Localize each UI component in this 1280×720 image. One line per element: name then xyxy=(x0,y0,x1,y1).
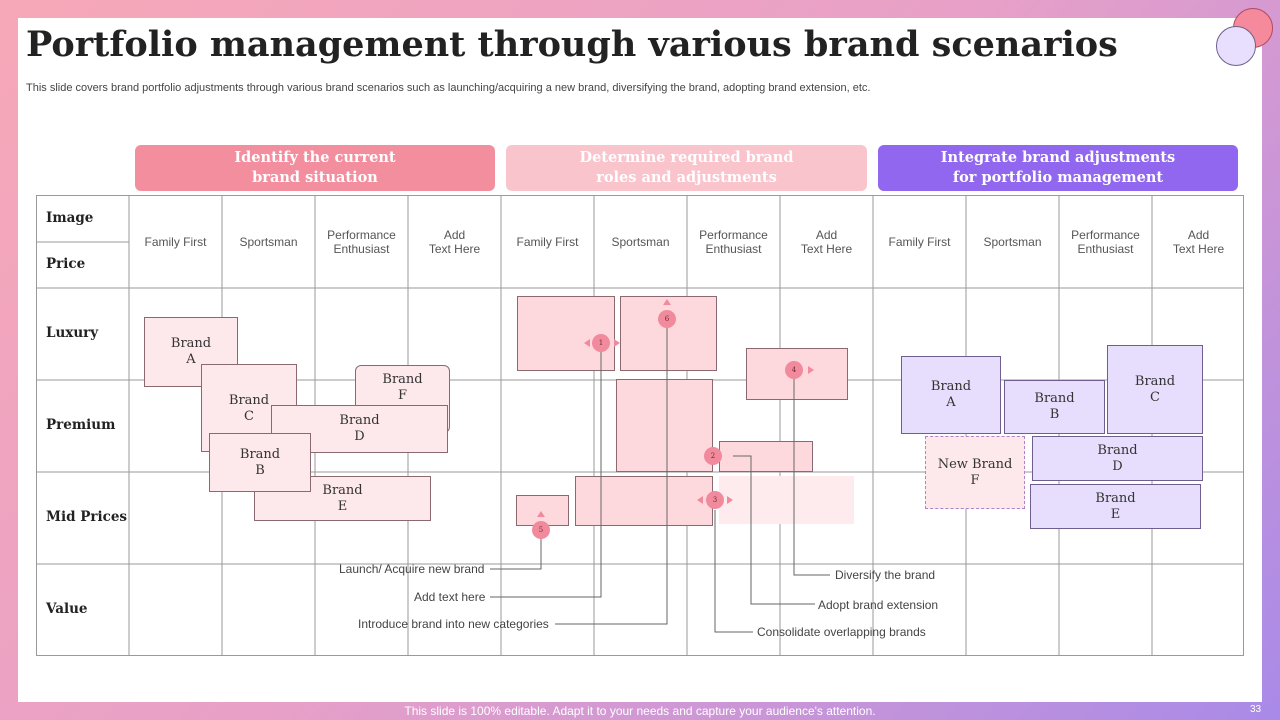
col-label-add-text: Add Text Here xyxy=(1172,228,1225,256)
footer-text: This slide is 100% editable. Adapt it to… xyxy=(404,704,876,718)
callout-add-text: Add text here xyxy=(414,590,486,604)
marker-6: 6 xyxy=(658,310,676,328)
col-label-sportsman: Sportsman xyxy=(611,235,670,249)
row-label-price: Price xyxy=(46,256,86,272)
row-label-premium: Premium xyxy=(46,417,116,433)
col-label-family-first: Family First xyxy=(144,235,207,249)
brand-d-integrated: Brand D xyxy=(1032,436,1203,481)
row-label-value: Value xyxy=(46,601,88,617)
brand-a-integrated: Brand A xyxy=(901,356,1001,434)
header-determine: Determine required brand roles and adjus… xyxy=(506,145,867,191)
brand-new-f-integrated: New Brand F xyxy=(925,436,1025,509)
brand-b-integrated: Brand B xyxy=(1004,380,1105,434)
role-box-luxury-1 xyxy=(517,296,615,371)
row-label-luxury: Luxury xyxy=(46,325,99,341)
page-title: Portfolio management through various bra… xyxy=(26,24,1118,65)
col-label-sportsman: Sportsman xyxy=(239,235,298,249)
header-integrate: Integrate brand adjustments for portfoli… xyxy=(878,145,1238,191)
brand-e-current: Brand E xyxy=(254,476,431,521)
col-label-sportsman: Sportsman xyxy=(983,235,1042,249)
role-box-mid-main xyxy=(575,476,713,526)
col-label-add-text: Add Text Here xyxy=(800,228,853,256)
decor-circle-lavender xyxy=(1216,26,1256,66)
role-box-mid-faded xyxy=(719,476,854,524)
marker-4: 4 xyxy=(785,361,803,379)
col-label-family-first: Family First xyxy=(888,235,951,249)
callout-consolidate: Consolidate overlapping brands xyxy=(757,625,926,639)
col-label-performance-enthusiast: Performance Enthusiast xyxy=(699,228,768,256)
role-box-luxury-2 xyxy=(620,296,717,371)
callout-launch-acquire: Launch/ Acquire new brand xyxy=(339,562,485,576)
col-label-family-first: Family First xyxy=(516,235,579,249)
col-label-add-text: Add Text Here xyxy=(428,228,481,256)
page-subtitle: This slide covers brand portfolio adjust… xyxy=(26,82,871,94)
callout-introduce: Introduce brand into new categories xyxy=(358,617,549,631)
row-label-mid-prices: Mid Prices xyxy=(46,509,128,525)
marker-1: 1 xyxy=(592,334,610,352)
marker-5: 5 xyxy=(532,521,550,539)
brand-c-integrated: Brand C xyxy=(1107,345,1203,434)
col-label-performance-enthusiast: Performance Enthusiast xyxy=(327,228,396,256)
marker-3: 3 xyxy=(706,491,724,509)
marker-2: 2 xyxy=(704,447,722,465)
brand-e-integrated: Brand E xyxy=(1030,484,1201,529)
row-label-image: Image xyxy=(46,210,94,226)
role-box-premium xyxy=(616,379,713,472)
header-identify: Identify the current brand situation xyxy=(135,145,495,191)
callout-diversify: Diversify the brand xyxy=(835,568,936,582)
callout-adopt-extension: Adopt brand extension xyxy=(818,598,939,612)
col-label-performance-enthusiast: Performance Enthusiast xyxy=(1071,228,1140,256)
page-number: 33 xyxy=(1250,704,1262,715)
brand-b-current: Brand B xyxy=(209,433,311,492)
